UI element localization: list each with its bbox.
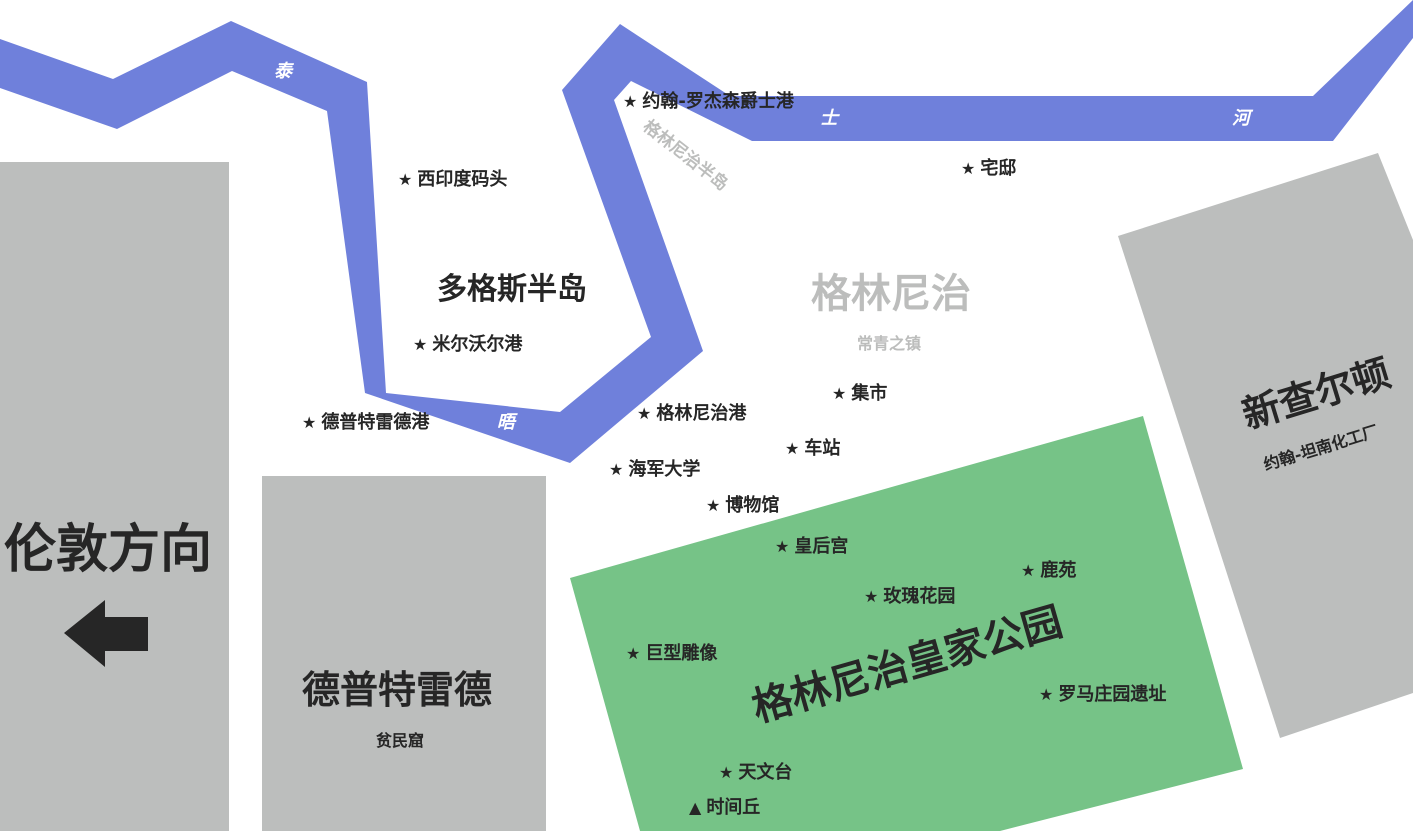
poi-deptford-dock[interactable]: ★德普特雷德港	[302, 414, 429, 432]
star-icon: ★	[398, 170, 413, 189]
poi-label: 集市	[851, 383, 888, 404]
deptford-block[interactable]	[262, 476, 546, 831]
poi-label: 玫瑰花园	[883, 586, 956, 607]
poi-giant-statue[interactable]: ★巨型雕像	[626, 645, 717, 663]
london-direction-block[interactable]	[0, 162, 229, 831]
poi-queens-house[interactable]: ★皇后宫	[775, 538, 848, 556]
poi-label: 格林尼治港	[656, 403, 747, 424]
poi-mansion[interactable]: ★宅邸	[961, 160, 1016, 178]
greenwich-sublabel: 常青之镇	[857, 334, 922, 353]
star-icon: ★	[413, 335, 428, 354]
poi-naval-college[interactable]: ★海军大学	[609, 461, 700, 479]
star-icon: ★	[961, 159, 976, 178]
arrow-left-icon	[64, 600, 148, 667]
star-icon: ★	[706, 496, 721, 515]
hill-time-hill[interactable]: ▲时间丘	[689, 799, 760, 817]
star-icon: ★	[719, 763, 734, 782]
poi-west-india-docks[interactable]: ★西印度码头	[398, 171, 507, 189]
poi-label: 海军大学	[628, 459, 701, 480]
london-direction-label: 伦敦方向	[4, 520, 213, 580]
poi-john-rogerson-quay[interactable]: ★约翰-罗杰森爵士港	[623, 93, 794, 111]
star-icon: ★	[832, 384, 847, 403]
poi-label: 米尔沃尔港	[432, 334, 523, 355]
poi-rose-garden[interactable]: ★玫瑰花园	[864, 588, 955, 606]
river-label-char-3: 士	[820, 108, 838, 129]
poi-label: 皇后宫	[794, 536, 849, 557]
poi-label: 车站	[804, 438, 841, 459]
poi-museum[interactable]: ★博物馆	[706, 497, 779, 515]
poi-label: 巨型雕像	[645, 643, 718, 664]
star-icon: ★	[1021, 561, 1036, 580]
star-icon: ★	[626, 644, 641, 663]
poi-label: 罗马庄园遗址	[1058, 684, 1167, 705]
poi-station[interactable]: ★车站	[785, 440, 840, 458]
star-icon: ★	[609, 460, 624, 479]
star-icon: ★	[864, 587, 879, 606]
poi-label: 宅邸	[980, 158, 1017, 179]
triangle-icon: ▲	[689, 798, 702, 817]
thames-river	[0, 0, 1413, 463]
poi-label: 约翰-罗杰森爵士港	[642, 91, 794, 112]
poi-roman-villa[interactable]: ★罗马庄园遗址	[1039, 686, 1166, 704]
poi-label: 西印度码头	[417, 169, 508, 190]
poi-label: 天文台	[738, 762, 793, 783]
hill-label: 时间丘	[706, 797, 761, 818]
river-label-char-4: 河	[1232, 108, 1250, 129]
greenwich-label: 格林尼治	[811, 271, 971, 317]
star-icon: ★	[637, 404, 652, 423]
river-label-char-1: 泰	[274, 61, 292, 82]
star-icon: ★	[775, 537, 790, 556]
star-icon: ★	[785, 439, 800, 458]
river-label-char-2: 晤	[497, 412, 515, 433]
deptford-label: 德普特雷德	[302, 668, 493, 712]
poi-label: 鹿苑	[1040, 560, 1077, 581]
poi-label: 德普特雷德港	[321, 412, 430, 433]
greenwich-park-area[interactable]	[570, 416, 1243, 831]
star-icon: ★	[1039, 685, 1054, 704]
poi-deer-park[interactable]: ★鹿苑	[1021, 562, 1076, 580]
poi-market[interactable]: ★集市	[832, 385, 887, 403]
poi-millwall-dock[interactable]: ★米尔沃尔港	[413, 336, 522, 354]
new-charlton-block[interactable]	[1118, 153, 1413, 738]
deptford-sublabel: 贫民窟	[376, 731, 425, 750]
poi-label: 博物馆	[725, 495, 780, 516]
poi-greenwich-pier[interactable]: ★格林尼治港	[637, 405, 746, 423]
poi-observatory[interactable]: ★天文台	[719, 764, 792, 782]
isle-of-dogs-label: 多格斯半岛	[437, 272, 587, 307]
star-icon: ★	[302, 413, 317, 432]
star-icon: ★	[623, 92, 638, 111]
